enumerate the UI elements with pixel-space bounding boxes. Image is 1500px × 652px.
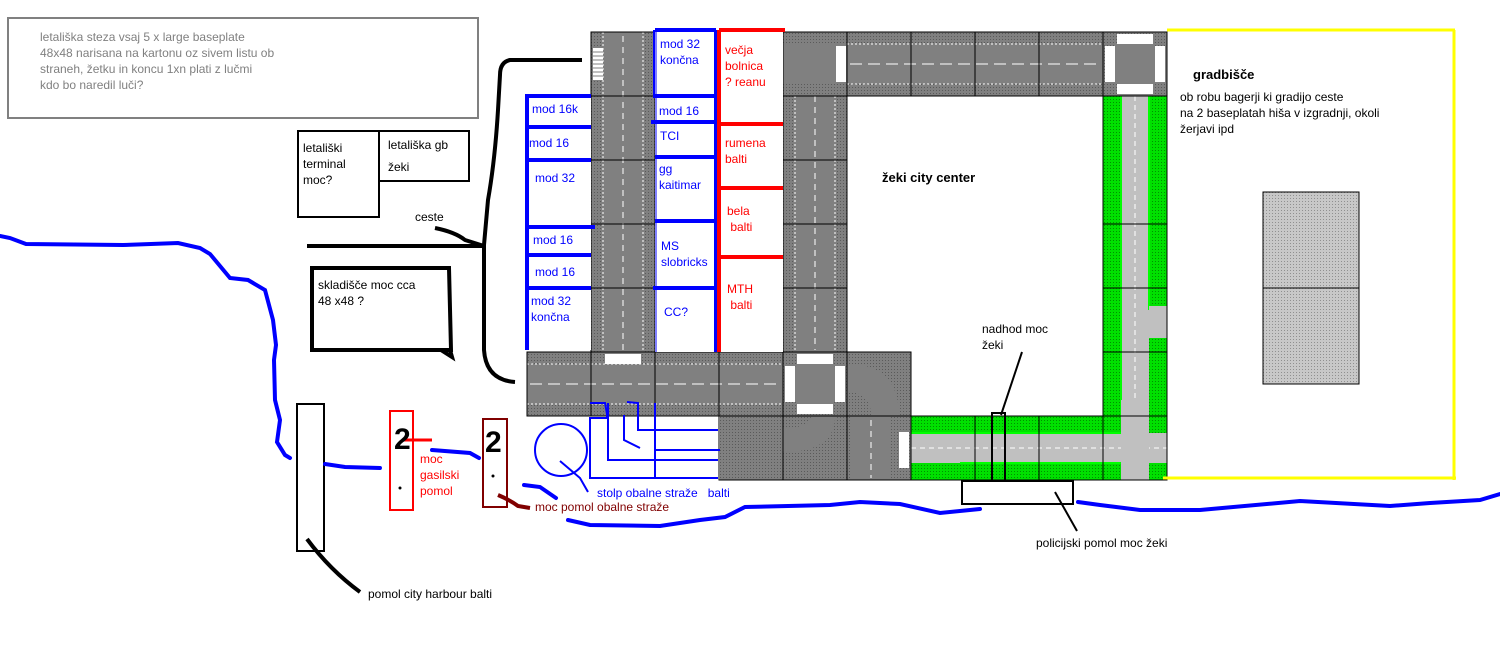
module-mid-4: gg kaitimar: [659, 162, 702, 192]
warehouse-label: skladišče moc cca 48 x48 ?: [318, 278, 416, 308]
module-mid-2: mod 16: [659, 104, 700, 118]
runway-note: letališka steza vsaj 5 x large baseplate…: [40, 30, 275, 92]
fire-pier: [389, 410, 414, 511]
water-shoreline: [0, 234, 1500, 529]
coastguard-pier-label: moc pomol obalne straže: [535, 500, 670, 514]
fire-pier-label: moc gasilski pomol: [420, 452, 460, 498]
module-right-2: rumena balti: [725, 136, 766, 166]
roads-bracket: [482, 58, 582, 384]
police-pier: [961, 480, 1074, 505]
warehouse-box: [310, 266, 456, 362]
construction-border: [1163, 28, 1456, 480]
gb-box: [378, 130, 470, 182]
module-right-3: bela balti: [727, 204, 753, 234]
hospital-lines: [717, 28, 785, 352]
harbour-pier: [296, 403, 325, 552]
terminal-label: letališki terminal moc?: [303, 141, 346, 187]
construction-title: gradbišče: [1193, 67, 1255, 82]
coastguard-tower-label: stolp obalne straže balti: [597, 486, 730, 500]
module-right-1: večja bolnica ? reanu: [725, 43, 766, 89]
coastguard-pier-mark: 2: [485, 426, 502, 459]
module-left-3: mod 32: [535, 171, 576, 185]
module-mid-1: mod 32 končna: [660, 37, 701, 67]
gb-label: letališka gb žeki: [388, 138, 449, 174]
roads-label: ceste: [415, 210, 444, 224]
fire-pier-mark: 2: [394, 423, 411, 456]
coastguard-area: [534, 401, 720, 493]
module-left-6: mod 32 končna: [531, 294, 572, 324]
coastguard-pier: [482, 418, 508, 508]
module-left-2: mod 16: [529, 136, 570, 150]
module-right-4: MTH balti: [727, 282, 753, 312]
module-mid-5: MS slobricks: [661, 239, 708, 269]
module-mid-6: CC?: [664, 305, 689, 319]
harbour-pier-label: pomol city harbour balti: [368, 587, 493, 601]
overpass-label: nadhod moc žeki: [982, 322, 1049, 352]
runway-note-box: [7, 17, 479, 119]
construction-description: ob robu bagerji ki gradijo ceste na 2 ba…: [1180, 90, 1380, 136]
terminal-box: [297, 130, 380, 218]
module-left-5: mod 16: [535, 265, 576, 279]
module-mid-3: TCI: [660, 129, 680, 143]
city-center-label: žeki city center: [882, 170, 976, 185]
module-left-1: mod 16k: [532, 102, 579, 116]
module-left-4: mod 16: [533, 233, 574, 247]
police-pier-label: policijski pomol moc žeki: [1036, 536, 1168, 550]
